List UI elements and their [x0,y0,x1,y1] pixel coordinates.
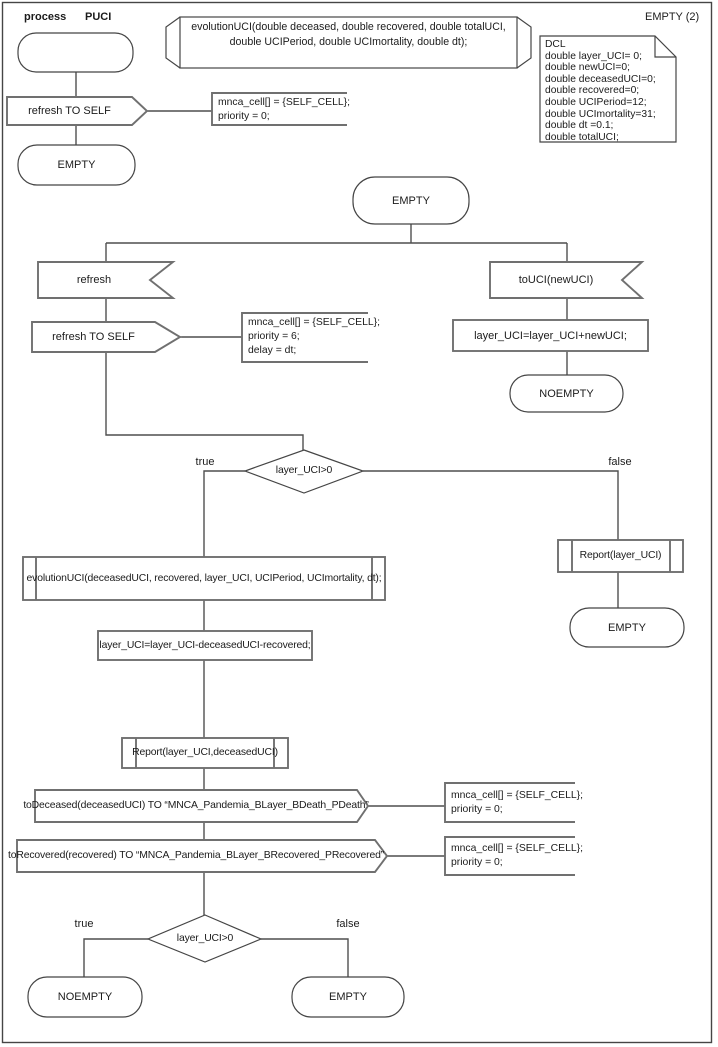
procedure-report-2args-label: Report(layer_UCI,deceasedUCI) [132,747,278,758]
task-add-newuci-label: layer_UCI=layer_UCI+newUCI; [474,329,627,342]
comment-line: mnca_cell[] = {SELF_CELL}; [248,317,380,328]
output-refresh-to-self-1-label: refresh TO SELF [28,105,111,117]
flow-line [105,352,304,450]
signature-right-bracket [516,16,532,69]
state-empty-bottom[interactable] [291,976,405,1018]
state-empty-initial-label: EMPTY [57,159,96,171]
state-empty-right-label: EMPTY [608,621,646,634]
procedure-report-1arg[interactable] [557,539,684,573]
comment-line: mnca_cell[] = {SELF_CELL}; [451,843,583,854]
procedure-report-1arg-label: Report(layer_UCI) [579,550,662,561]
procedure-evolutionuci[interactable] [22,556,386,601]
flow-line-false [363,470,619,540]
dcl-line: double totalUCI; [545,131,619,143]
decision-layer-uci-2-label: layer_UCI>0 [176,932,234,944]
state-noempty-bottom-label: NOEMPTY [57,991,113,1003]
signature-line-2: double UCIPeriod, double UCImortality, d… [229,36,468,48]
flow-lines [75,72,619,977]
branch-false-label-2: false [336,917,360,930]
dcl-line: double newUCI=0; [545,62,631,74]
procedure-signature[interactable] [179,16,518,69]
state-empty-main-label: EMPTY [392,194,430,207]
dcl-line: double recovered=0; [545,85,640,97]
branch-false-label-1: false [608,455,632,468]
state-noempty-bottom[interactable] [27,976,143,1018]
comment-line: priority = 6; [248,331,300,342]
comment-1-text: mnca_cell[] = {SELF_CELL}; priority = 0; [218,96,350,124]
comment-line: priority = 0; [451,857,503,868]
output-todeceased-label: toDeceased(deceasedUCI) TO “MNCA_Pandemi… [23,800,369,811]
flow-line-true [83,938,148,977]
flow-line-false [261,938,349,977]
output-refresh-to-self-2-label: refresh TO SELF [52,331,135,343]
comment-3-text: mnca_cell[] = {SELF_CELL}; priority = 0; [451,789,583,817]
comment-line: delay = dt; [248,345,297,356]
state-empty-right[interactable] [569,607,685,648]
input-touci[interactable] [489,261,645,299]
decision-layer-uci-1-label: layer_UCI>0 [275,465,333,476]
dcl-line: DCL [545,39,566,50]
comment-box-4[interactable] [444,836,575,876]
dcl-line: double UCImortality=31; [545,108,656,120]
dcl-line: double UCIPeriod=12; [545,96,647,108]
decision-layer-uci-2[interactable] [146,914,263,963]
comment-box-2[interactable] [241,312,368,363]
task-subtract[interactable] [97,630,313,661]
input-refresh-label: refresh [76,274,112,286]
state-empty-initial[interactable] [17,144,136,186]
state-empty-main[interactable] [352,176,470,225]
output-todeceased[interactable] [34,789,370,823]
start-state[interactable] [17,32,134,73]
state-empty-bottom-label: EMPTY [329,991,367,1003]
dcl-line: double dt =0.1; [545,120,614,132]
comment-box-3[interactable] [444,782,575,823]
procedure-report-2args[interactable] [121,737,289,769]
process-name: PUCI [85,11,112,23]
procedure-signature-text: evolutionUCI(double deceased, double rec… [180,20,517,50]
comment-4-text: mnca_cell[] = {SELF_CELL}; priority = 0; [451,842,583,870]
comment-box-1[interactable] [211,92,347,126]
output-torecovered-label: toRecovered(recovered) TO “MNCA_Pandemia… [7,850,385,861]
task-subtract-label: layer_UCI=layer_UCI-deceasedUCI-recovere… [99,639,311,651]
signature-left-bracket [165,16,181,69]
branch-true-label-2: true [74,917,94,930]
decision-layer-uci-1[interactable] [243,449,365,494]
state-noempty-right-label: NOEMPTY [539,387,594,400]
comment-line: mnca_cell[] = {SELF_CELL}; [218,97,350,108]
signature-line-1: evolutionUCI(double deceased, double rec… [191,21,506,33]
procedure-evolutionuci-label: evolutionUCI(deceasedUCI, recovered, lay… [26,572,382,584]
flow-line-true [203,470,245,557]
dcl-line: double layer_UCI= 0; [545,50,643,62]
input-touci-label: toUCI(newUCI) [518,274,594,286]
dcl-text: DCL double layer_UCI= 0; double newUCI=0… [545,39,656,143]
state-noempty-right[interactable] [509,374,624,413]
comment-line: priority = 0; [218,111,270,122]
task-add-newuci[interactable] [452,319,649,352]
dcl-line: double deceasedUCI=0; [545,73,656,85]
output-refresh-to-self-2[interactable] [31,321,182,353]
page-label: EMPTY (2) [645,11,700,23]
dcl-note-fold [654,36,676,58]
dcl-note[interactable] [539,35,677,143]
output-refresh-to-self-1[interactable] [6,96,149,126]
output-torecovered[interactable] [16,839,389,873]
comment-line: priority = 0; [451,804,503,815]
process-kind-label: process [24,11,67,23]
branch-true-label-1: true [195,455,215,468]
input-refresh[interactable] [37,261,176,299]
comment-line: mnca_cell[] = {SELF_CELL}; [451,790,583,801]
comment-2-text: mnca_cell[] = {SELF_CELL}; priority = 6;… [248,316,380,358]
